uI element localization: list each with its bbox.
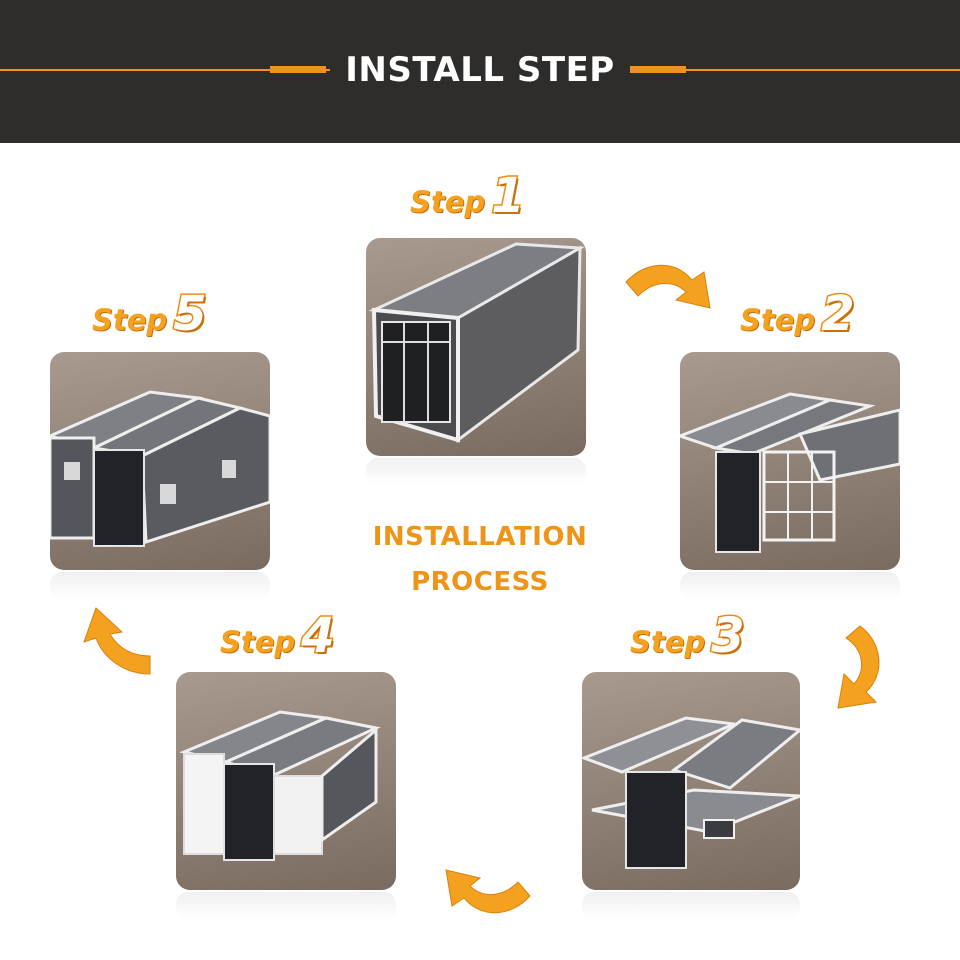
curved-arrow-icon [837, 625, 880, 709]
step-2-label: Step 2 [740, 286, 856, 342]
header-line-right [630, 69, 960, 71]
step-4-reflection [176, 892, 396, 920]
container-complete-illustration [50, 390, 270, 547]
step-3-photo [582, 672, 800, 890]
step-number: 3 [710, 608, 746, 664]
header-accent-left [270, 66, 326, 73]
step-1-reflection [366, 458, 586, 486]
curved-arrow-icon [445, 869, 531, 914]
step-4-photo [176, 672, 396, 890]
step-3-label: Step 3 [630, 608, 746, 664]
step-word: Step [740, 303, 816, 337]
step-4-label: Step 4 [220, 608, 336, 664]
center-title-line-1: INSTALLATION [372, 522, 588, 552]
header-banner: INSTALL STEP [0, 0, 960, 143]
step-5-reflection [50, 572, 270, 600]
step-word: Step [92, 303, 168, 337]
step-2-reflection [680, 572, 900, 600]
step-1-label: Step 1 [410, 168, 526, 224]
step-5-photo [50, 352, 270, 570]
header-line-left [0, 69, 330, 71]
step-number: 5 [172, 286, 208, 342]
container-unfolding-illustration [680, 392, 900, 553]
page-title: INSTALL STEP [345, 50, 615, 90]
curved-arrow-icon [625, 264, 711, 309]
curved-arrow-icon [83, 607, 151, 675]
step-number: 1 [490, 168, 526, 224]
center-title-line-2: PROCESS [411, 567, 549, 597]
step-2-photo [680, 352, 900, 570]
step-number: 4 [300, 608, 336, 664]
container-floor-illustration [582, 716, 800, 869]
step-word: Step [630, 625, 706, 659]
step-1-photo [366, 238, 586, 456]
step-word: Step [410, 185, 486, 219]
step-number: 2 [820, 286, 856, 342]
step-word: Step [220, 625, 296, 659]
step-3-reflection [582, 892, 800, 920]
container-closed-illustration [368, 242, 586, 443]
step-5-label: Step 5 [92, 286, 208, 342]
container-walls-illustration [179, 710, 381, 861]
